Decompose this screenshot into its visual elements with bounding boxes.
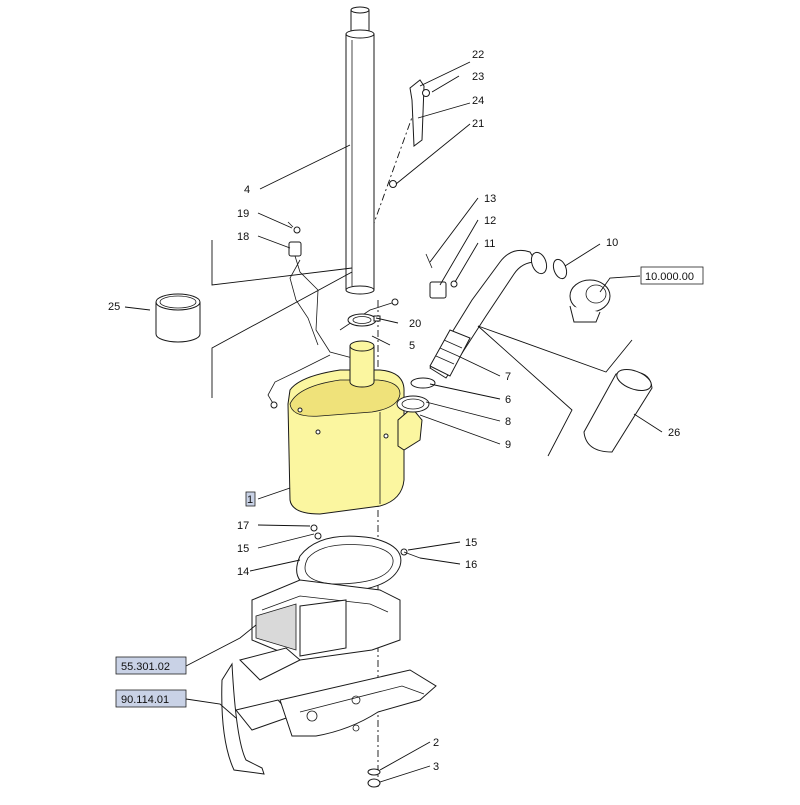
callout-18: 18 bbox=[237, 231, 249, 243]
callout-14: 14 bbox=[237, 566, 249, 578]
ref-turbo: 10.000.00 bbox=[645, 271, 694, 283]
ref-steps: 90.114.01 bbox=[121, 694, 169, 706]
callout-4: 4 bbox=[244, 184, 250, 196]
callout-8: 8 bbox=[505, 416, 511, 428]
callout-15-left: 15 bbox=[237, 543, 249, 555]
bracket-axis bbox=[349, 94, 421, 291]
callout-22: 22 bbox=[472, 49, 484, 61]
exhaust-stack bbox=[345, 6, 375, 295]
turbocharger bbox=[569, 279, 611, 323]
heat-shield-sleeve bbox=[583, 369, 653, 453]
callout-1: 1 bbox=[247, 494, 253, 506]
spare-sleeve bbox=[155, 293, 201, 343]
callout-15-right: 15 bbox=[465, 537, 477, 549]
callout-11: 11 bbox=[484, 238, 495, 250]
frame-line-right-top bbox=[477, 325, 633, 373]
ref-box-frame bbox=[115, 656, 187, 675]
callout-20: 20 bbox=[409, 318, 421, 330]
support-frame bbox=[221, 579, 437, 775]
callout-17: 17 bbox=[237, 520, 249, 532]
frame-line-right-bottom bbox=[477, 325, 573, 457]
callout-26: 26 bbox=[668, 427, 680, 439]
callout-10: 10 bbox=[606, 237, 618, 249]
callout-12: 12 bbox=[484, 215, 496, 227]
sensor-wiring bbox=[267, 221, 399, 409]
bottom-fasteners bbox=[367, 768, 381, 788]
callout-labels: 22 23 24 21 4 19 18 25 13 12 11 10 20 5 … bbox=[108, 49, 704, 773]
callout-21: 21 bbox=[472, 118, 484, 130]
intake-hose bbox=[429, 249, 548, 379]
clamp bbox=[347, 313, 381, 327]
ref-box-turbo bbox=[640, 266, 704, 285]
callout-25: 25 bbox=[108, 301, 120, 313]
callout-9: 9 bbox=[505, 439, 511, 451]
callout-16: 16 bbox=[465, 559, 477, 571]
stack-bracket bbox=[389, 79, 430, 188]
callout-7: 7 bbox=[505, 371, 511, 383]
leader-lines bbox=[124, 61, 663, 783]
callout-6: 6 bbox=[505, 394, 511, 406]
callout-19: 19 bbox=[237, 208, 249, 220]
hose-clamps bbox=[396, 258, 568, 413]
frame-line-left-top bbox=[211, 240, 353, 286]
callout-5: 5 bbox=[409, 340, 415, 352]
hose-connector-small bbox=[425, 253, 458, 299]
callout-2: 2 bbox=[433, 737, 439, 749]
callout-24: 24 bbox=[472, 95, 484, 107]
ref-frame: 55.301.02 bbox=[121, 661, 170, 673]
callout-23: 23 bbox=[472, 71, 484, 83]
callout-13: 13 bbox=[484, 193, 496, 205]
frame-line-left-bottom bbox=[211, 271, 353, 398]
muffler bbox=[287, 340, 423, 515]
callout-3: 3 bbox=[433, 761, 439, 773]
ref-box-steps bbox=[115, 689, 187, 708]
callout-1-box bbox=[245, 491, 256, 507]
